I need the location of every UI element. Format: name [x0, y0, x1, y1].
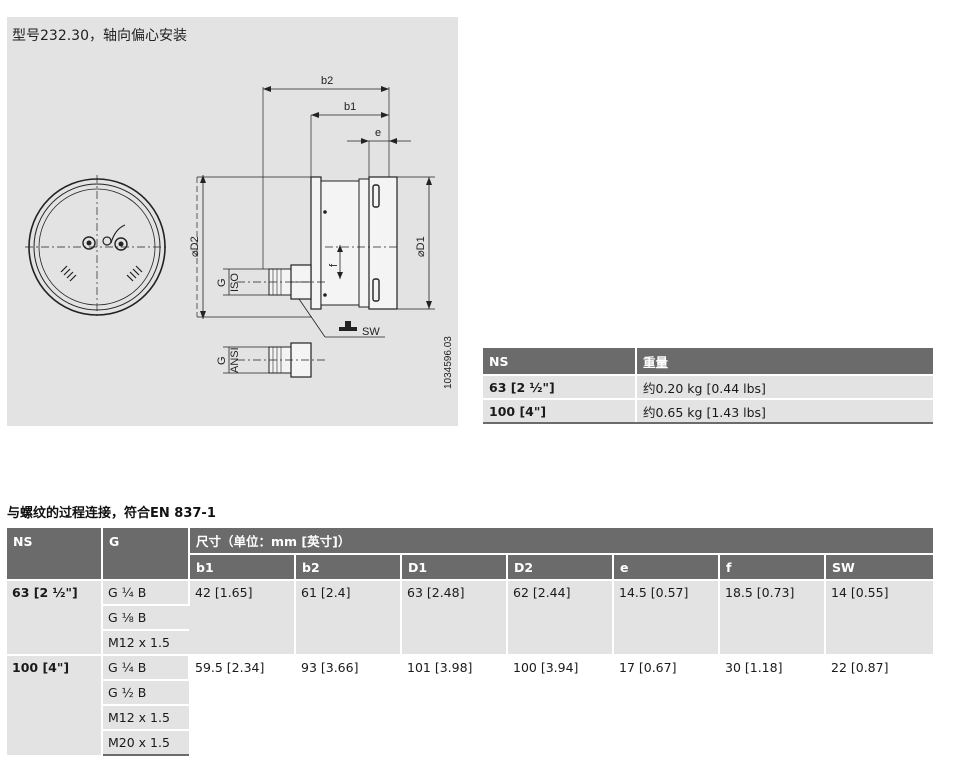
- label-b1: b1: [344, 101, 356, 113]
- table-row: 100 [4"] G ¼ B 59.5 [2.34] 93 [3.66] 101…: [7, 654, 934, 755]
- label-f: f: [328, 263, 340, 267]
- table-row: G ⅛ B: [7, 604, 933, 630]
- dim-cell-b2: 93 [3.66]: [295, 654, 402, 755]
- dim-cell-b2: 61 [2.4]: [295, 579, 402, 655]
- dim-cell-d2: 100 [3.94]: [507, 654, 614, 755]
- weight-header-weight: 重量: [636, 348, 933, 375]
- dim-header-sw: SW: [825, 553, 934, 580]
- dim-cell-thread: G ½ B: [102, 679, 189, 705]
- table-row: G ½ B: [7, 679, 933, 705]
- dim-cell-thread: G ¼ B: [102, 579, 190, 605]
- label-iso: ISO: [229, 273, 241, 292]
- table-row: M12 x 1.5: [7, 629, 933, 655]
- dim-subheader-row: b1 b2 D1 D2 e f SW: [7, 553, 934, 580]
- dim-cell-thread: G ¼ B: [102, 654, 190, 680]
- weight-cell-value: 约0.20 kg [0.44 lbs]: [636, 374, 933, 399]
- label-d2: ⌀D2: [189, 236, 201, 257]
- dimensions-table: NS G 尺寸（单位：mm [英寸]） b1 b2 D1 D2 e f SW 6…: [7, 528, 934, 756]
- gauge-drawing-svg: b2 b1 e ⌀D2 ⌀D1 f G ISO G ANSI SW 103459…: [25, 75, 454, 389]
- dim-header-b1: b1: [189, 553, 296, 580]
- dim-cell-thread: G ⅛ B: [102, 604, 189, 630]
- dim-cell-thread: M12 x 1.5: [102, 704, 189, 730]
- weight-table-header-row: NS 重量: [483, 348, 933, 375]
- dim-header-e: e: [613, 553, 720, 580]
- dim-header-f: f: [719, 553, 826, 580]
- dim-cell-d1: 101 [3.98]: [401, 654, 508, 755]
- weight-cell-ns: 100 [4"]: [483, 398, 637, 424]
- dim-cell-b1: 42 [1.65]: [189, 579, 296, 655]
- weight-table: NS 重量 63 [2 ½"] 约0.20 kg [0.44 lbs] 100 …: [483, 348, 933, 424]
- dim-group-63: 63 [2 ½"] G ¼ B 42 [1.65] 61 [2.4] 63 [2…: [7, 579, 934, 655]
- dim-cell-sw: 14 [0.55]: [825, 579, 934, 655]
- weight-cell-value: 约0.65 kg [1.43 lbs]: [636, 398, 933, 424]
- label-d1: ⌀D1: [415, 236, 427, 257]
- label-g-ansi: G: [216, 356, 228, 365]
- label-ansi: ANSI: [229, 347, 241, 373]
- table-row: 100 [4"] 约0.65 kg [1.43 lbs]: [483, 398, 933, 424]
- dim-cell-sw: 22 [0.87]: [825, 654, 934, 755]
- ansi-connection-detail: [223, 342, 325, 378]
- dim-cell-e: 17 [0.67]: [613, 654, 720, 755]
- section-title: 与螺纹的过程连接，符合EN 837-1: [7, 506, 216, 521]
- table-row: M20 x 1.5: [7, 729, 933, 756]
- dim-cell-e: 14.5 [0.57]: [613, 579, 720, 655]
- gauge-side-view: [196, 86, 435, 338]
- table-row: 63 [2 ½"] 约0.20 kg [0.44 lbs]: [483, 374, 933, 399]
- weight-header-ns: NS: [483, 348, 637, 375]
- dim-header-g: G: [102, 528, 190, 580]
- dim-header-ns: NS: [7, 528, 103, 580]
- dim-cell-ns: 63 [2 ½"]: [7, 579, 103, 655]
- dim-header-dimensions: 尺寸（单位：mm [英寸]）: [189, 528, 934, 554]
- dim-cell-f: 30 [1.18]: [719, 654, 826, 755]
- label-b2: b2: [321, 75, 333, 87]
- dim-cell-d1: 63 [2.48]: [401, 579, 508, 655]
- drawing-title: 型号232.30，轴向偏心安装: [12, 28, 187, 44]
- label-e: e: [375, 127, 381, 139]
- gauge-front-view: [25, 175, 169, 319]
- label-g-iso: G: [216, 278, 228, 287]
- technical-drawing: 型号232.30，轴向偏心安装: [7, 17, 458, 426]
- dim-cell-ns: 100 [4"]: [7, 654, 103, 755]
- dim-group-100: 100 [4"] G ¼ B 59.5 [2.34] 93 [3.66] 101…: [7, 654, 934, 756]
- weight-cell-ns: 63 [2 ½"]: [483, 374, 637, 399]
- dim-cell-d2: 62 [2.44]: [507, 579, 614, 655]
- dim-cell-f: 18.5 [0.73]: [719, 579, 826, 655]
- dim-cell-thread: M20 x 1.5: [102, 729, 189, 756]
- dim-header-b2: b2: [295, 553, 402, 580]
- label-sw: SW: [362, 326, 380, 338]
- dim-cell-b1: 59.5 [2.34]: [189, 654, 296, 755]
- dim-header-d2: D2: [507, 553, 614, 580]
- table-row: 63 [2 ½"] G ¼ B 42 [1.65] 61 [2.4] 63 [2…: [7, 579, 934, 655]
- drawing-number: 1034596.03: [443, 336, 454, 389]
- dim-header-row: NS G 尺寸（单位：mm [英寸]）: [7, 528, 934, 580]
- dim-cell-thread: M12 x 1.5: [102, 629, 189, 655]
- dim-header-d1: D1: [401, 553, 508, 580]
- table-row: M12 x 1.5: [7, 704, 933, 730]
